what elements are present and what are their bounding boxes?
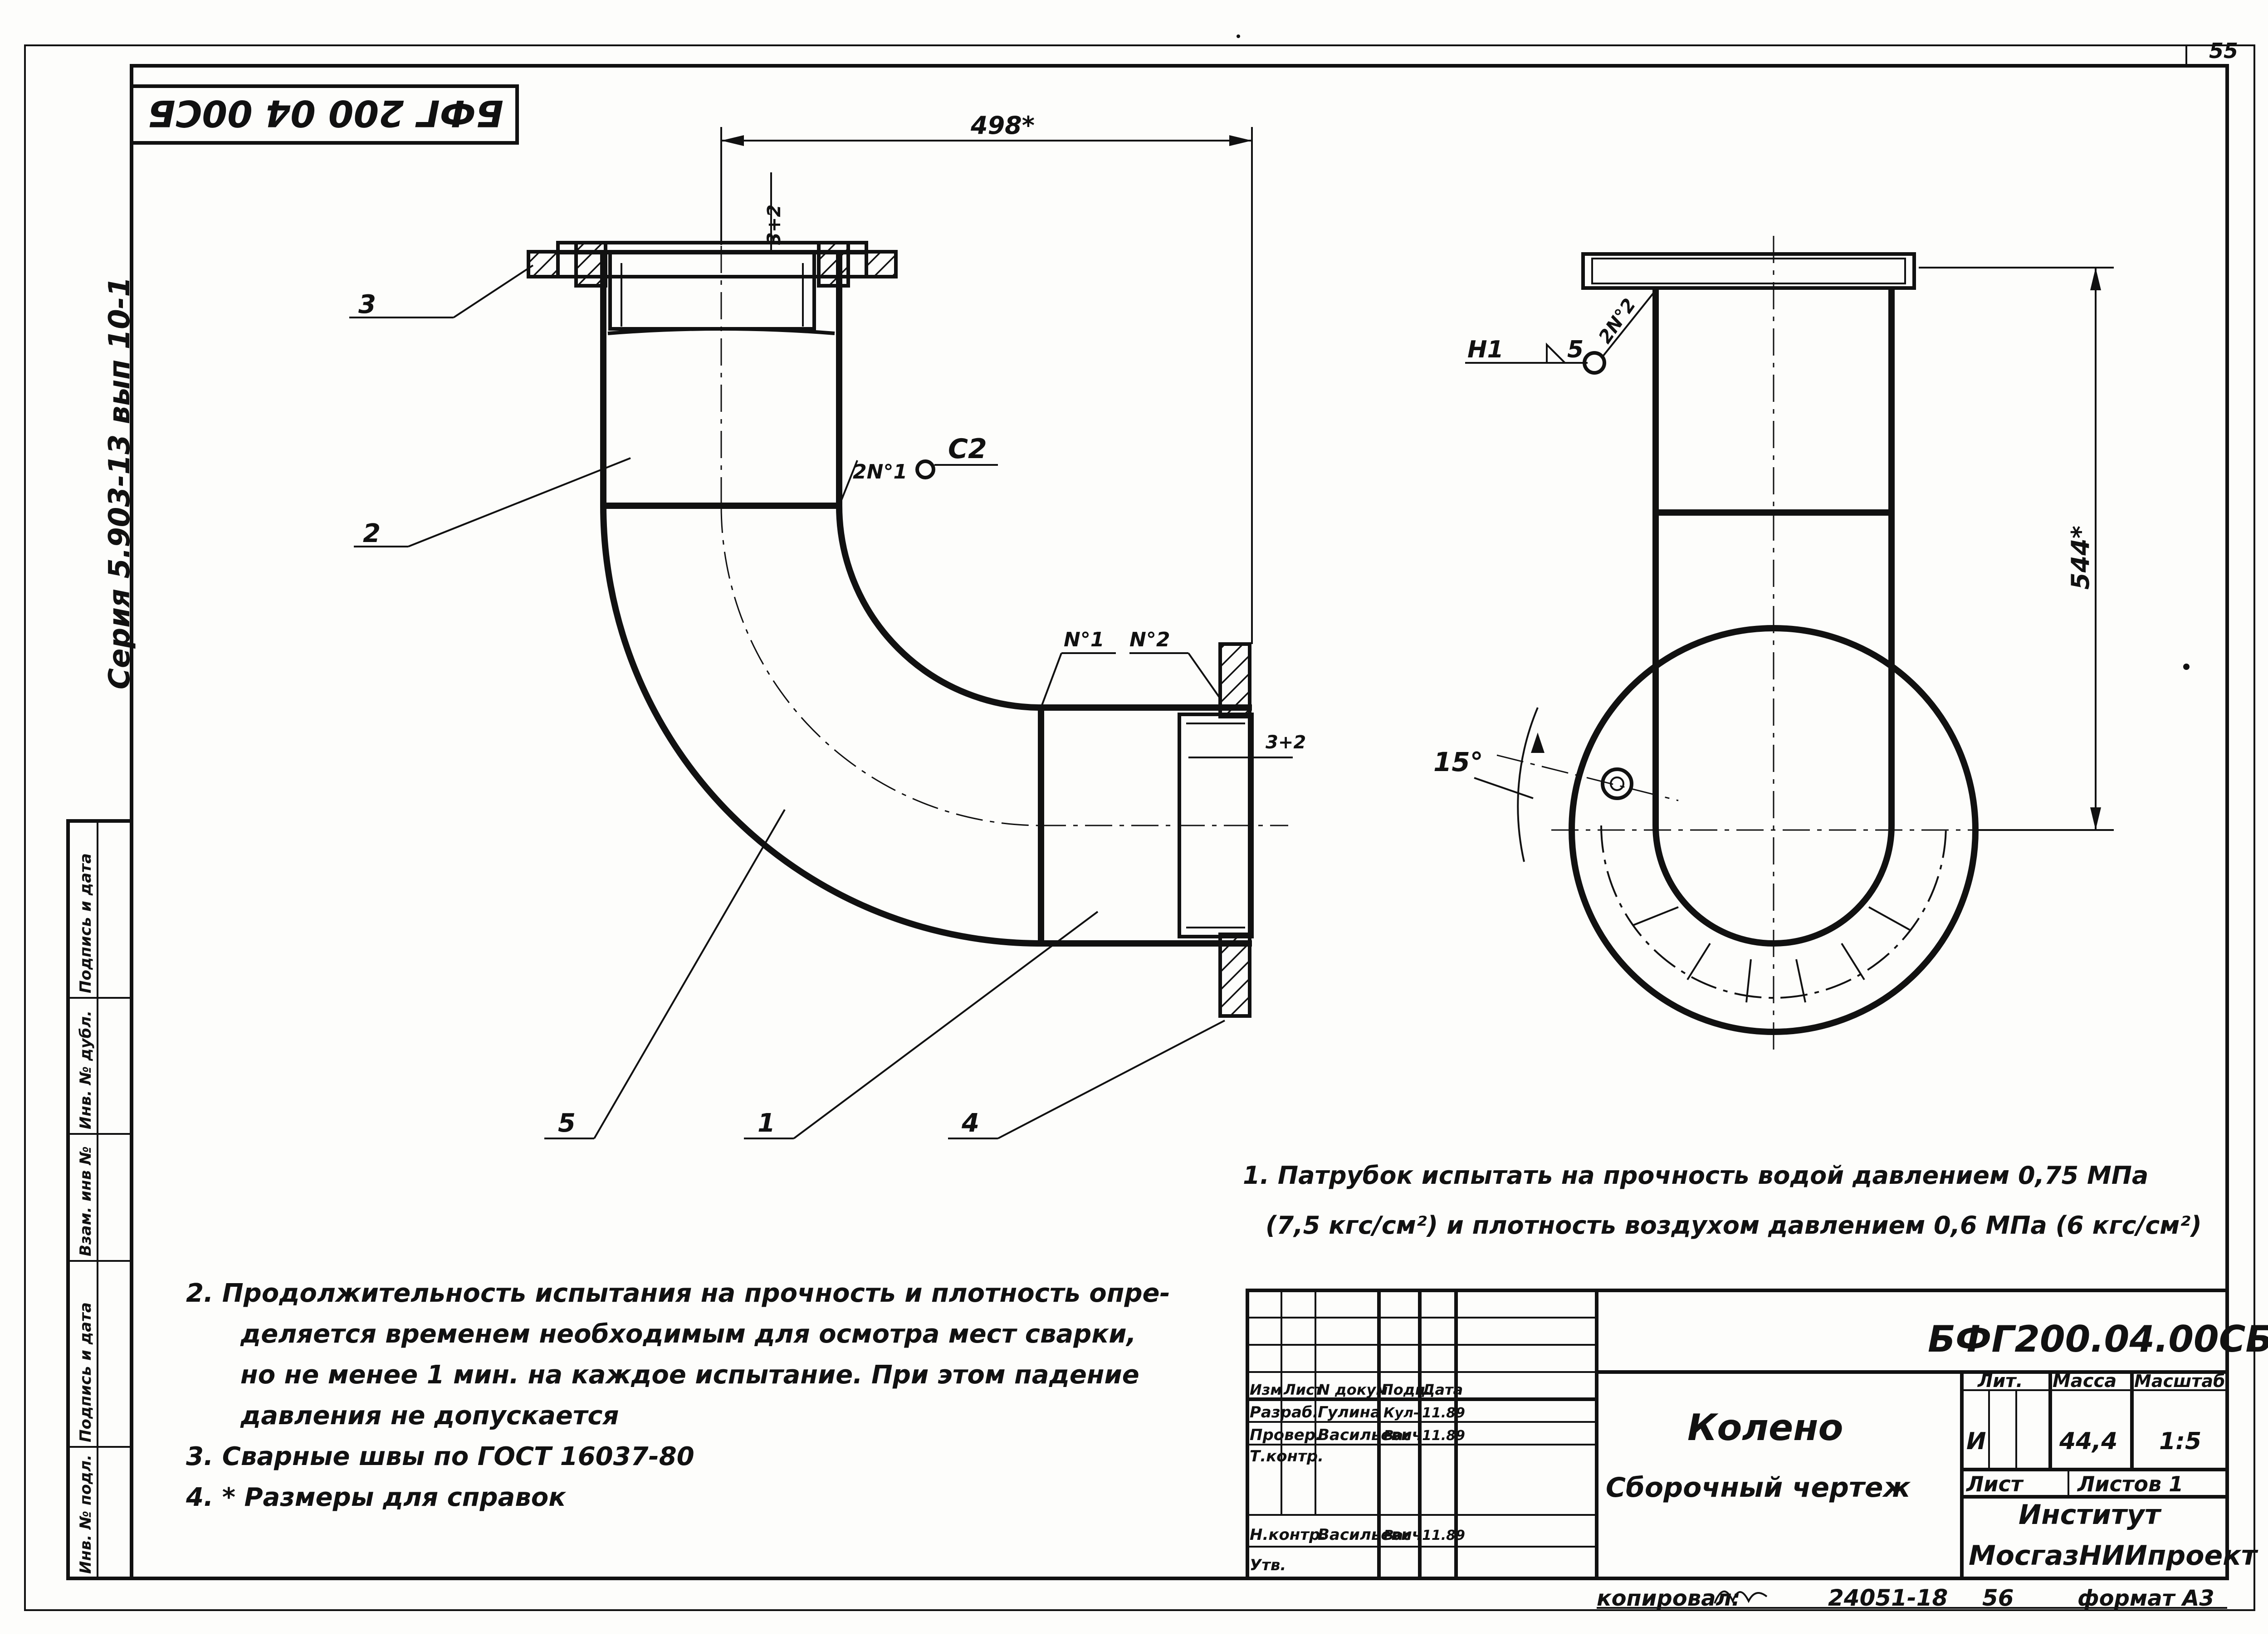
callout-4: 4 [961, 1109, 979, 1138]
scale-label: Масштаб [2134, 1371, 2225, 1391]
row4-role: Н.контр. [1250, 1526, 1326, 1544]
front-view [527, 200, 1288, 1018]
row3-role: Т.контр. [1250, 1447, 1324, 1465]
doc-code: БФГ200.04.00СБ [1928, 1318, 2268, 1360]
strip-label-3: Взам. инв № [77, 1146, 95, 1256]
row4-sign: Вас [1383, 1528, 1411, 1543]
mass-label: Масса [2053, 1371, 2116, 1392]
footer: копировал: 24051-18 56 формат А3 [1597, 1585, 2227, 1611]
callout-leaders: 3 2 5 1 4 [349, 264, 1225, 1139]
row2-date: 11.89 [1422, 1428, 1465, 1444]
row5-role: Утв. [1250, 1556, 1286, 1574]
dim-gap-side: 3+2 [1266, 732, 1306, 753]
weld-n2: N°2 [1129, 628, 1170, 651]
callout-1: 1 [758, 1109, 775, 1138]
weld-side-leg: 5 [1567, 336, 1584, 363]
dim-angle: 15° [1433, 747, 1483, 777]
row1-date: 11.89 [1422, 1405, 1465, 1421]
row2-role: Провер. [1250, 1426, 1321, 1444]
weld-callouts-front: 2N°1 С2 N°1 N°2 [838, 433, 1221, 708]
footer-sheet: 56 [1982, 1585, 2014, 1611]
footer-format: формат А3 [2077, 1586, 2214, 1611]
note2-line1: 2. Продолжительность испытания на прочно… [186, 1279, 1170, 1308]
footer-copied: копировал: [1597, 1586, 1740, 1611]
weld-side-code: Н1 [1467, 336, 1504, 363]
dim-height-label: 544* [2066, 526, 2095, 590]
dim-width: 498* [720, 111, 1253, 644]
note1-line2: (7,5 кгс/см²) и плотность воздухом давле… [1266, 1211, 2202, 1240]
weld-w1: 2N°1 [853, 460, 907, 483]
callout-2: 2 [363, 519, 381, 548]
weld-n1: N°1 [1064, 628, 1104, 651]
lit-label: Лит. [1977, 1371, 2023, 1392]
strip-label-2: Подпись и дата [77, 1302, 95, 1442]
strip-label-4: Инв. № дубл. [77, 1011, 95, 1129]
footer-order: 24051-18 [1828, 1585, 1948, 1611]
lit-value: И [1966, 1428, 1986, 1455]
note2-line2: деляется временем необходимым для осмотр… [240, 1319, 1136, 1349]
series-label: Серия 5.903-13 вып 10-1 [103, 277, 137, 689]
page-number: 55 [2209, 39, 2238, 63]
row1-name: Гулина [1318, 1403, 1381, 1421]
dim-width-label: 498* [970, 111, 1035, 140]
row2-sign: Вас [1383, 1428, 1411, 1444]
note1-line1: 1. Патрубок испытать на прочность водой … [1243, 1161, 2148, 1190]
col-data: Дата [1422, 1381, 1463, 1398]
row4-name: Васильевич [1318, 1526, 1422, 1544]
col-list: Лист [1283, 1381, 1324, 1398]
note2-line4: давления не допускается [240, 1401, 619, 1431]
row2-name: Васильевич [1318, 1426, 1422, 1444]
part-name: Колено [1687, 1406, 1843, 1449]
note2-line3: но не менее 1 мин. на каждое испытание. … [240, 1360, 1139, 1390]
row1-role: Разраб. [1250, 1403, 1319, 1421]
col-izm: Изм [1250, 1381, 1282, 1398]
org-line2: МосгазНИИпроект [1969, 1540, 2258, 1572]
callout-5: 5 [558, 1109, 576, 1138]
weld-w1-code: С2 [948, 433, 987, 465]
dim-gap-top: 3+2 [764, 205, 785, 245]
note4: 4. * Размеры для справок [186, 1483, 567, 1512]
rotated-code: БФГ 200 04 00СБ [148, 92, 503, 134]
dim-height: 544* [1919, 267, 2114, 831]
col-ndoc: N докум. [1318, 1381, 1393, 1398]
left-strip: Инв. № подл. Подпись и дата Взам. инв № … [66, 819, 133, 1580]
side-view: 15° [1433, 236, 1996, 1057]
callout-3: 3 [358, 290, 376, 319]
strip-label-5: Подпись и дата [77, 853, 95, 993]
scale-value: 1:5 [2159, 1428, 2201, 1455]
rotated-code-box: БФГ 200 04 00СБ [130, 84, 519, 145]
sheet-label: Лист [1965, 1472, 2024, 1496]
weld-callouts-side: Н1 5 2N°2 [1465, 289, 1657, 375]
mass-value: 44,4 [2059, 1428, 2117, 1455]
doc-type: Сборочный чертеж [1606, 1472, 1911, 1504]
title-block: Изм Лист N докум. Подп. Дата Разраб. Гул… [1246, 1289, 2268, 1580]
note3: 3. Сварные швы по ГОСТ 16037-80 [186, 1442, 694, 1471]
row4-date: 11.89 [1422, 1528, 1465, 1543]
strip-label-1: Инв. № подл. [77, 1455, 95, 1574]
notes: 1. Патрубок испытать на прочность водой … [186, 1161, 2202, 1512]
org-line1: Институт [2019, 1499, 2162, 1531]
sheets-label: Листов 1 [2077, 1472, 2183, 1496]
row1-sign: Кул- [1383, 1405, 1419, 1421]
outer-frame [24, 44, 2255, 1611]
col-podp: Подп. [1381, 1381, 1431, 1398]
